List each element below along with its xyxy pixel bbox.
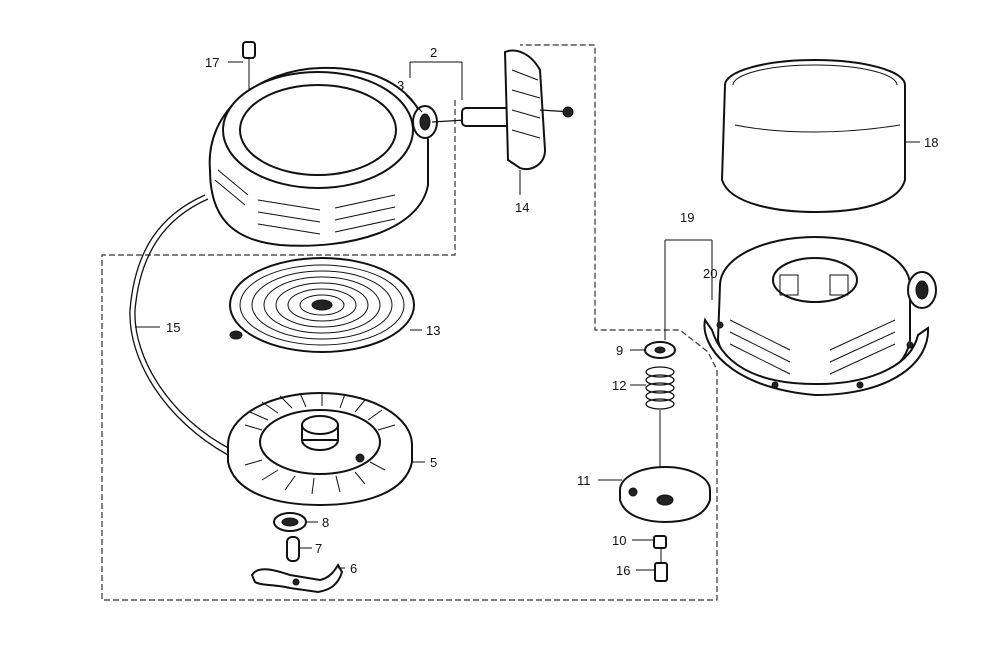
label-9: 9: [616, 343, 623, 358]
label-11: 11: [577, 473, 591, 488]
part-12-friction-spring[interactable]: [645, 366, 675, 475]
label-10: 10: [612, 533, 626, 548]
part-labels: 17 2 3 14 15 13 5 8 7 6 19 20 9 12 11 10…: [166, 45, 938, 578]
label-3: 3: [397, 78, 404, 93]
leader-lines: [135, 61, 920, 571]
part-7-pin[interactable]: [286, 536, 300, 562]
part-10-nut[interactable]: [653, 535, 667, 549]
part-11-friction-plate[interactable]: [619, 466, 711, 524]
label-17: 17: [205, 55, 219, 70]
part-13-recoil-spring[interactable]: [229, 257, 415, 353]
label-8: 8: [322, 515, 329, 530]
label-5: 5: [430, 455, 437, 470]
assembly-boundary-left: [101, 44, 718, 601]
label-12: 12: [612, 378, 626, 393]
part-8-washer[interactable]: [273, 512, 307, 532]
part-9-washer[interactable]: [644, 341, 676, 359]
label-7: 7: [315, 541, 322, 556]
label-6: 6: [350, 561, 357, 576]
label-2: 2: [430, 45, 437, 60]
part-3-starter-housing[interactable]: [208, 66, 438, 247]
label-20: 20: [703, 266, 717, 281]
part-5-reel[interactable]: [227, 392, 413, 507]
part-20-starter-assembly[interactable]: [703, 236, 937, 397]
part-6-ratchet[interactable]: [250, 563, 344, 594]
label-15: 15: [166, 320, 180, 335]
label-16: 16: [616, 563, 630, 578]
part-14-starter-grip[interactable]: [431, 49, 574, 170]
part-16-bolt[interactable]: [654, 548, 668, 582]
part-15-starter-rope[interactable]: [129, 194, 233, 456]
label-13: 13: [426, 323, 440, 338]
label-19: 19: [680, 210, 694, 225]
part-18-cover-ring[interactable]: [720, 59, 906, 214]
label-18: 18: [924, 135, 938, 150]
label-14: 14: [515, 200, 529, 215]
